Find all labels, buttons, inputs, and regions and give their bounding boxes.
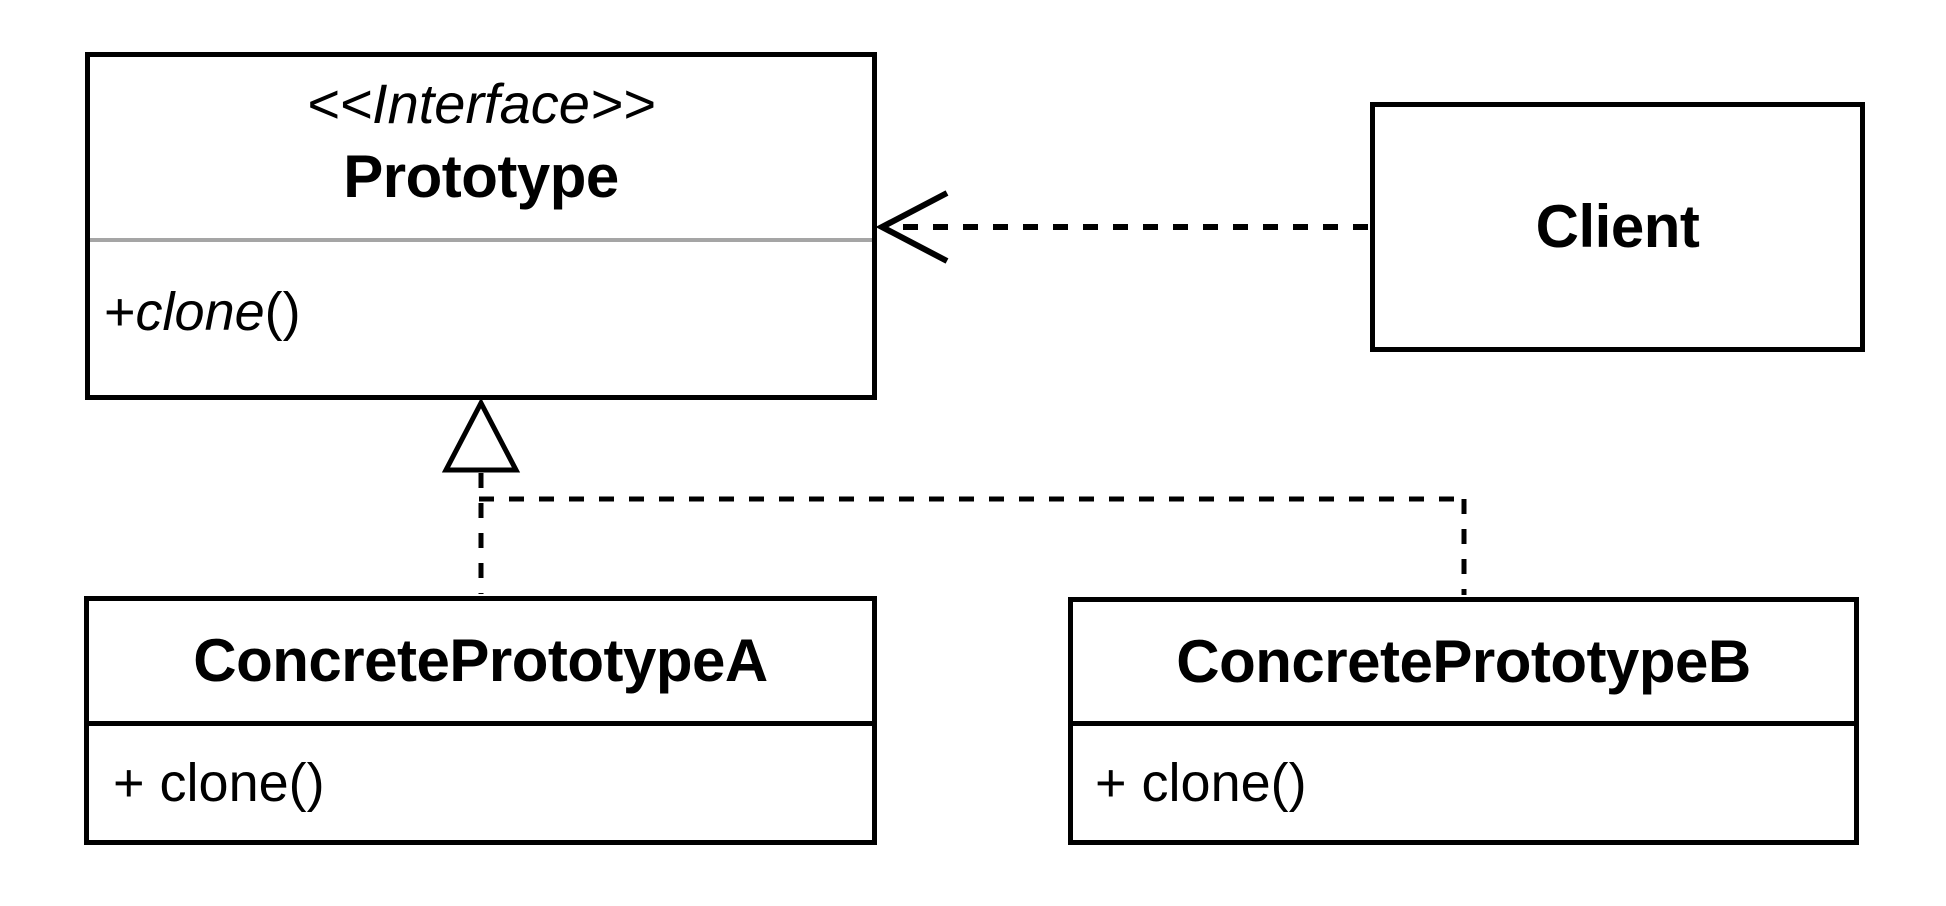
- concrete-a-name-compartment: ConcretePrototypeA: [89, 601, 872, 726]
- prototype-method-compartment: + clone(): [90, 242, 872, 395]
- concrete-a-method-compartment: + clone(): [89, 726, 872, 840]
- concrete-b-class-name: ConcretePrototypeB: [1176, 627, 1751, 695]
- dependency-arrow-client-to-prototype: [875, 190, 1368, 264]
- method-params: (): [264, 281, 301, 342]
- method-visibility: +: [104, 281, 136, 342]
- realization-connector: [441, 397, 1467, 595]
- concrete-b-method: + clone(): [1095, 753, 1307, 813]
- class-box-concrete-prototype-a: ConcretePrototypeA + clone(): [84, 596, 877, 845]
- class-box-prototype: <<Interface>> Prototype + clone(): [85, 52, 877, 400]
- interface-stereotype-label: <<Interface>>: [306, 71, 656, 135]
- class-box-client: Client: [1370, 102, 1865, 352]
- prototype-class-name: Prototype: [343, 142, 619, 210]
- client-class-name: Client: [1535, 193, 1700, 260]
- class-box-concrete-prototype-b: ConcretePrototypeB + clone(): [1068, 597, 1859, 845]
- hollow-triangle-arrowhead: [441, 397, 521, 473]
- prototype-name-compartment: <<Interface>> Prototype: [90, 57, 872, 242]
- client-name-compartment: Client: [1375, 107, 1860, 347]
- concrete-b-name-compartment: ConcretePrototypeB: [1073, 602, 1854, 726]
- concrete-a-class-name: ConcretePrototypeA: [193, 627, 768, 694]
- concrete-b-method-compartment: + clone(): [1073, 726, 1854, 840]
- method-name: clone: [135, 281, 265, 342]
- concrete-a-method: + clone(): [113, 753, 325, 813]
